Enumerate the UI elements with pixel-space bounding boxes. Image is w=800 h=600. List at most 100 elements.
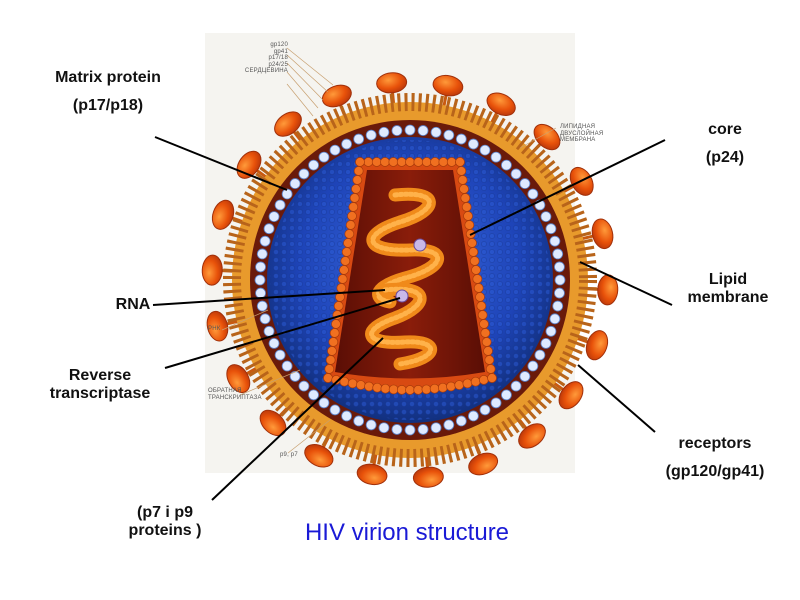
matrix-bead: [254, 274, 266, 286]
matrix-bead: [540, 211, 552, 223]
capsid-bead: [464, 220, 475, 230]
figure-text-lipid: ЛИПИДНАЯ ДВУСЛОЙНАЯ МЕМБРАНА: [560, 124, 603, 144]
reverse-transcriptase-1: [413, 238, 427, 252]
capsid-bead: [463, 211, 473, 221]
capsid-bead: [454, 380, 465, 390]
matrix-beads: [254, 124, 566, 436]
matrix-bead: [341, 410, 353, 422]
leader-rt: [164, 297, 401, 369]
matrix-bead: [519, 178, 531, 189]
matrix-bead: [263, 325, 275, 337]
capsid-bead: [336, 283, 347, 293]
lipid-membrane-stripes: [223, 93, 597, 467]
figure-text-lipid-3: МЕМБРАНА: [560, 137, 596, 144]
capsid-bead: [352, 175, 363, 185]
figure-text-rt-1: ОБРАТНАЯ: [208, 388, 242, 394]
capsid-bead: [438, 157, 449, 167]
matrix-bead: [430, 422, 442, 434]
capsid-bead: [475, 292, 485, 302]
capsid-bead: [396, 157, 407, 167]
receptor-knob: [591, 218, 614, 250]
capsid-bead: [446, 157, 457, 167]
label-p7p9-line1: (p7 i p9: [136, 504, 193, 521]
figure-text-p24: p24/25: [268, 61, 288, 68]
figure-text-gp41: gp41: [273, 48, 288, 55]
label-p7p9-line2: proteins ): [128, 522, 202, 539]
matrix-bead: [308, 389, 319, 401]
matrix-bead: [281, 188, 293, 200]
figure-text-p17: p17/18: [268, 55, 288, 62]
receptor-knob: [211, 199, 235, 230]
capsid-bead: [333, 301, 344, 311]
matrix-bead: [455, 133, 467, 145]
figure-text-core: СЕРДЦЕВИНА: [244, 68, 288, 75]
capsid-bead: [355, 157, 365, 167]
matrix-bead: [318, 151, 330, 163]
figure-text-top-left: gp120 gp41 p17/18 p24/25 СЕРДЦЕВИНА: [245, 42, 288, 75]
matrix-bead: [391, 125, 403, 136]
capsid-bead: [421, 157, 432, 167]
capsid-bead: [456, 166, 467, 176]
receptor-knob: [533, 123, 561, 151]
matrix-bead: [534, 349, 546, 361]
label-core: core (p24): [680, 120, 770, 168]
capsid-bead: [405, 385, 415, 395]
capsid-bead: [363, 157, 374, 167]
receptor-knob: [468, 452, 499, 476]
diagram-title: HIV virion structure: [304, 519, 510, 546]
receptor-knob: [376, 72, 408, 94]
matrix-bead: [378, 422, 390, 434]
matrix-bead: [404, 124, 416, 136]
capsid-bead: [473, 283, 484, 293]
figure-thin-lines: [221, 47, 557, 454]
matrix-bead: [318, 397, 330, 409]
matrix-bead: [329, 404, 341, 416]
matrix-bead: [417, 125, 429, 136]
matrix-bead: [549, 313, 561, 325]
capsid-bead: [324, 364, 335, 374]
matrix-bead: [274, 349, 286, 361]
matrix-bead: [256, 248, 268, 260]
capsid-bead: [343, 238, 353, 248]
capsid-bead: [325, 355, 336, 365]
figure-text-rnk: РНК: [208, 326, 221, 332]
capsid-bead: [396, 385, 407, 395]
capsid-bead: [421, 384, 432, 395]
capsid-bead: [485, 364, 496, 374]
capsid-bead: [487, 373, 497, 383]
matrix-bead: [365, 129, 377, 141]
capsid-bead: [480, 328, 491, 338]
capsid-bead: [469, 256, 480, 266]
matrix-bead: [527, 360, 539, 372]
label-lipid-line2: membrane: [687, 289, 769, 306]
capsid-bead: [460, 193, 471, 203]
matrix-bead: [259, 313, 271, 325]
leader-matrix: [154, 136, 288, 191]
capsid-bead: [388, 157, 399, 167]
label-lipid-membrane: Lipid membrane: [668, 270, 788, 308]
matrix-bead: [308, 159, 319, 171]
receptor-knob: [201, 254, 223, 286]
matrix-bead: [430, 126, 442, 138]
capsid-bead: [476, 301, 487, 311]
capsid-bead: [468, 247, 479, 257]
matrix-bead: [510, 168, 522, 180]
capsid-bead: [347, 378, 358, 389]
reverse-transcriptase-2: [395, 289, 409, 303]
matrix-bead: [289, 371, 301, 382]
matrix-bead: [341, 138, 353, 150]
figure-text-p9p7: p9, p7: [280, 452, 298, 458]
label-receptors-line1: receptors: [678, 435, 752, 452]
matrix-bead: [378, 126, 390, 138]
capsid-bead: [327, 346, 337, 356]
capsid-bead: [347, 211, 357, 221]
capsid-bead: [467, 238, 477, 248]
matrix-bead: [417, 424, 429, 435]
receptor-knob: [226, 364, 251, 394]
matrix-bead: [281, 360, 293, 372]
capsid-bead: [329, 328, 340, 338]
capsid-bead: [344, 229, 355, 239]
capsid-bead: [405, 157, 415, 167]
